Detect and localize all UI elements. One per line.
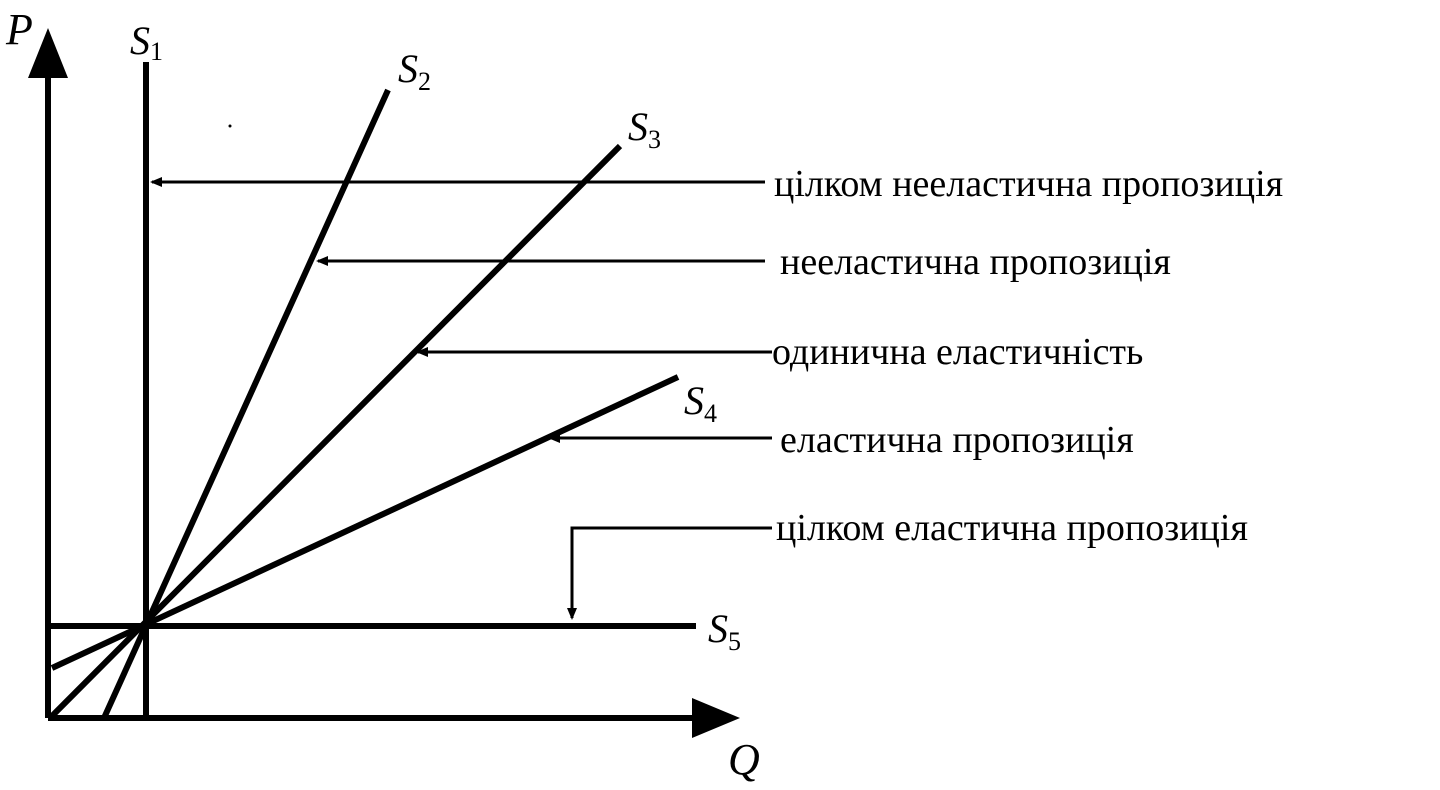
annotation-unit-elastic: одинична еластичність bbox=[772, 331, 1143, 373]
annotation-perfectly-inelastic: цілком нееластична пропозиція bbox=[774, 163, 1283, 205]
curve-s4 bbox=[50, 374, 680, 671]
y-axis-arrow-icon bbox=[28, 28, 68, 78]
x-axis-arrow-icon bbox=[692, 698, 740, 738]
annotation-elastic: еластична пропозиція bbox=[780, 419, 1134, 461]
annotation-perfectly-elastic: цілком еластична пропозиція bbox=[776, 507, 1248, 549]
curve-label-s4: S4 bbox=[684, 378, 717, 428]
x-axis-label: Q bbox=[728, 735, 760, 784]
curve-label-s1: S1 bbox=[130, 18, 163, 66]
curve-label-s5: S5 bbox=[708, 606, 741, 656]
y-axis-label: P bbox=[5, 5, 33, 54]
annotation-inelastic: нееластична пропозиція bbox=[780, 241, 1171, 283]
annotation-arrow-perfectly-elastic bbox=[567, 526, 772, 620]
curve-label-s2: S2 bbox=[398, 46, 431, 96]
stray-dot bbox=[228, 124, 232, 128]
curve-label-s3: S3 bbox=[628, 104, 661, 154]
